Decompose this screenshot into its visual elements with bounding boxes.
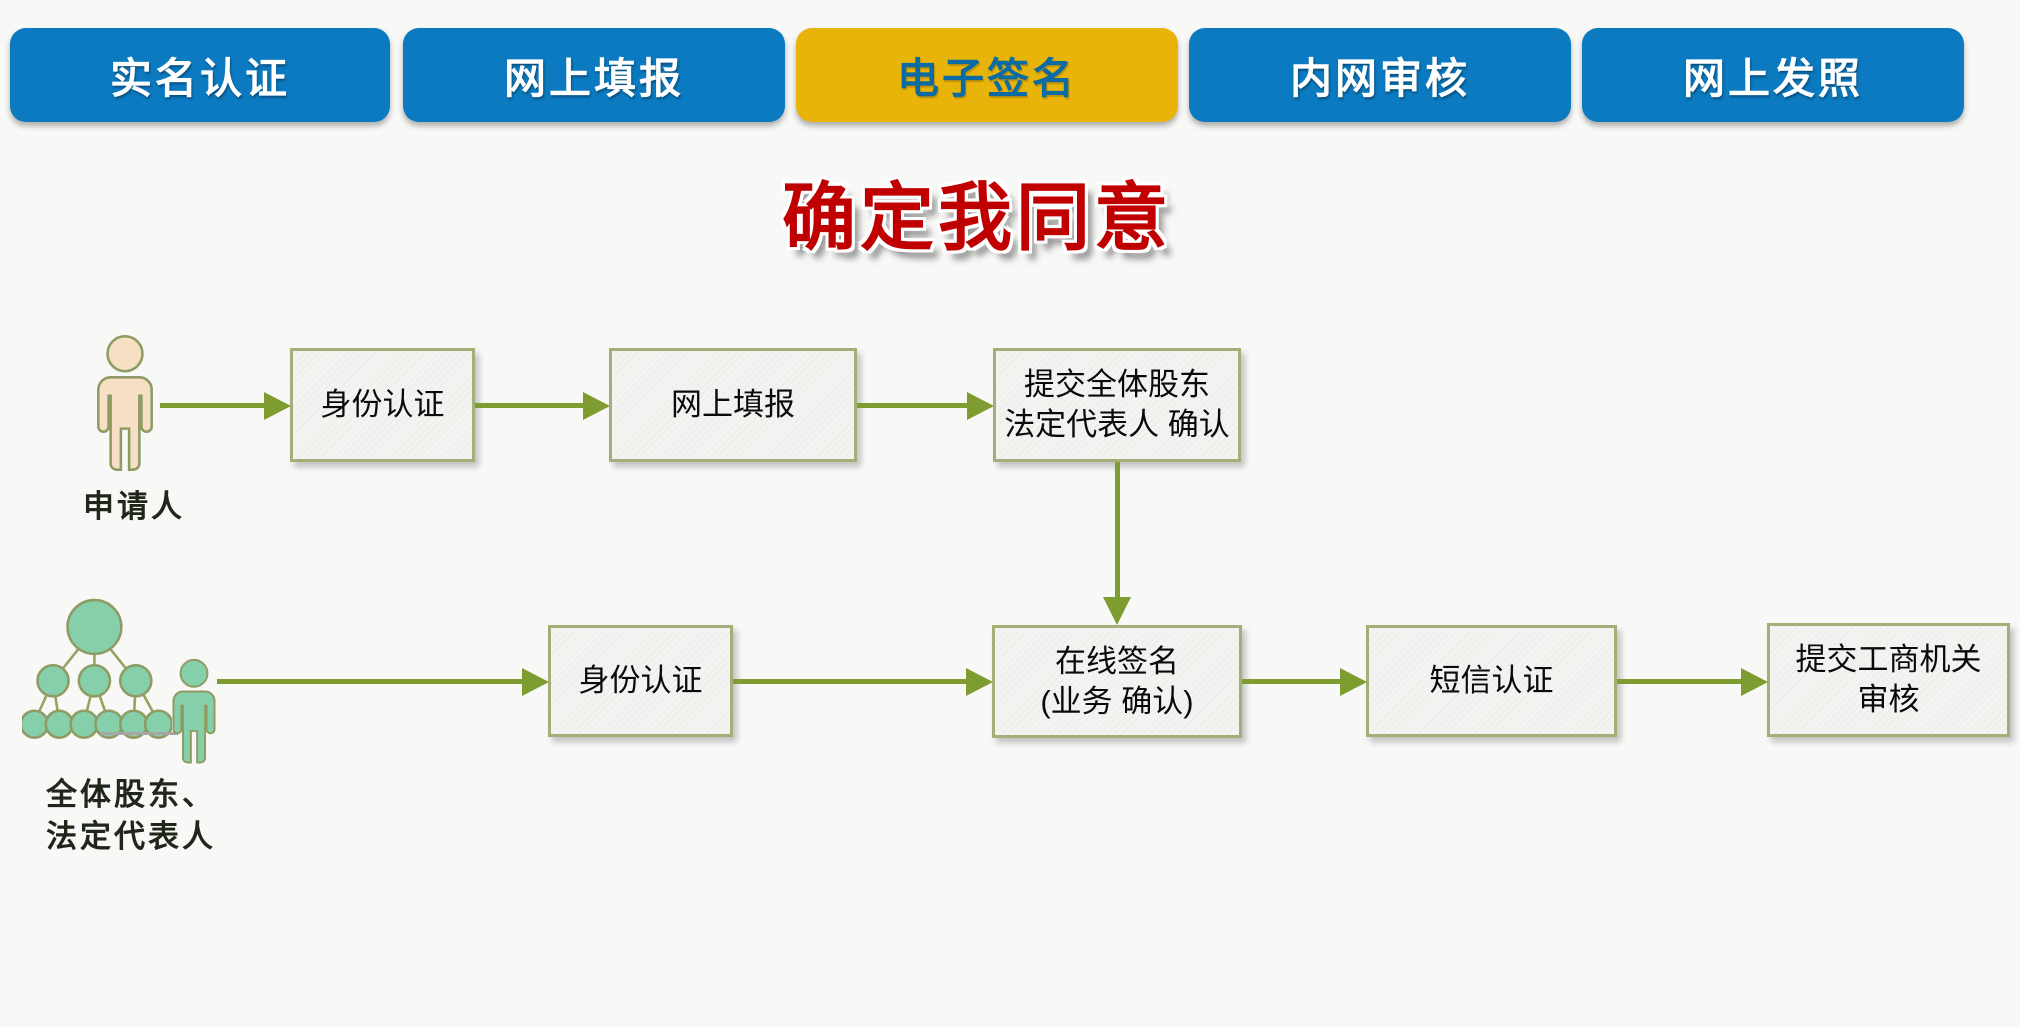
tab-real-name-auth[interactable]: 实名认证 [10, 28, 390, 122]
applicant-label: 申请人 [83, 489, 185, 524]
tab-electronic-signature-active[interactable]: 电子签名 [796, 28, 1178, 122]
step-identity-auth-row1: 身份认证 [290, 348, 475, 462]
arrowhead-icon [1741, 668, 1768, 696]
arrow-identity-to-filing [475, 403, 583, 408]
arrowhead-icon [966, 668, 993, 696]
tab-online-filing[interactable]: 网上填报 [403, 28, 785, 122]
ground-line [100, 732, 178, 735]
shareholders-label: 全体股东、 法定代表人 [46, 777, 216, 854]
arrow-shareholders-to-identity [217, 679, 522, 684]
tab-online-license-issue[interactable]: 网上发照 [1582, 28, 1964, 122]
tab-intranet-review[interactable]: 内网审核 [1189, 28, 1571, 122]
step-online-filing: 网上填报 [609, 348, 857, 462]
applicant-person-icon [97, 334, 153, 471]
step-identity-auth-row2: 身份认证 [548, 625, 733, 737]
arrowhead-icon [1340, 668, 1367, 696]
step-sms-auth: 短信认证 [1366, 625, 1617, 737]
arrow-applicant-to-identity [160, 403, 264, 408]
arrowhead-icon [583, 392, 610, 420]
page-title: 确定我同意 [782, 176, 1172, 259]
legal-representative-person-icon [172, 658, 216, 764]
org-group-icon [22, 598, 172, 739]
arrow-submit-to-signature [1115, 462, 1120, 598]
arrow-filing-to-submit [857, 403, 967, 408]
step-submit-shareholder-confirm: 提交全体股东 法定代表人 确认 [993, 348, 1241, 462]
step-submit-to-authority: 提交工商机关 审核 [1767, 623, 2010, 737]
arrowhead-icon [967, 392, 994, 420]
arrowhead-icon [522, 668, 549, 696]
arrow-signature-to-sms [1242, 679, 1340, 684]
arrowhead-icon [264, 392, 291, 420]
arrow-identity-to-signature [733, 679, 966, 684]
step-online-signature: 在线签名 (业务 确认) [992, 625, 1242, 738]
arrow-sms-to-authority [1617, 679, 1741, 684]
arrowhead-down-icon [1103, 597, 1131, 625]
